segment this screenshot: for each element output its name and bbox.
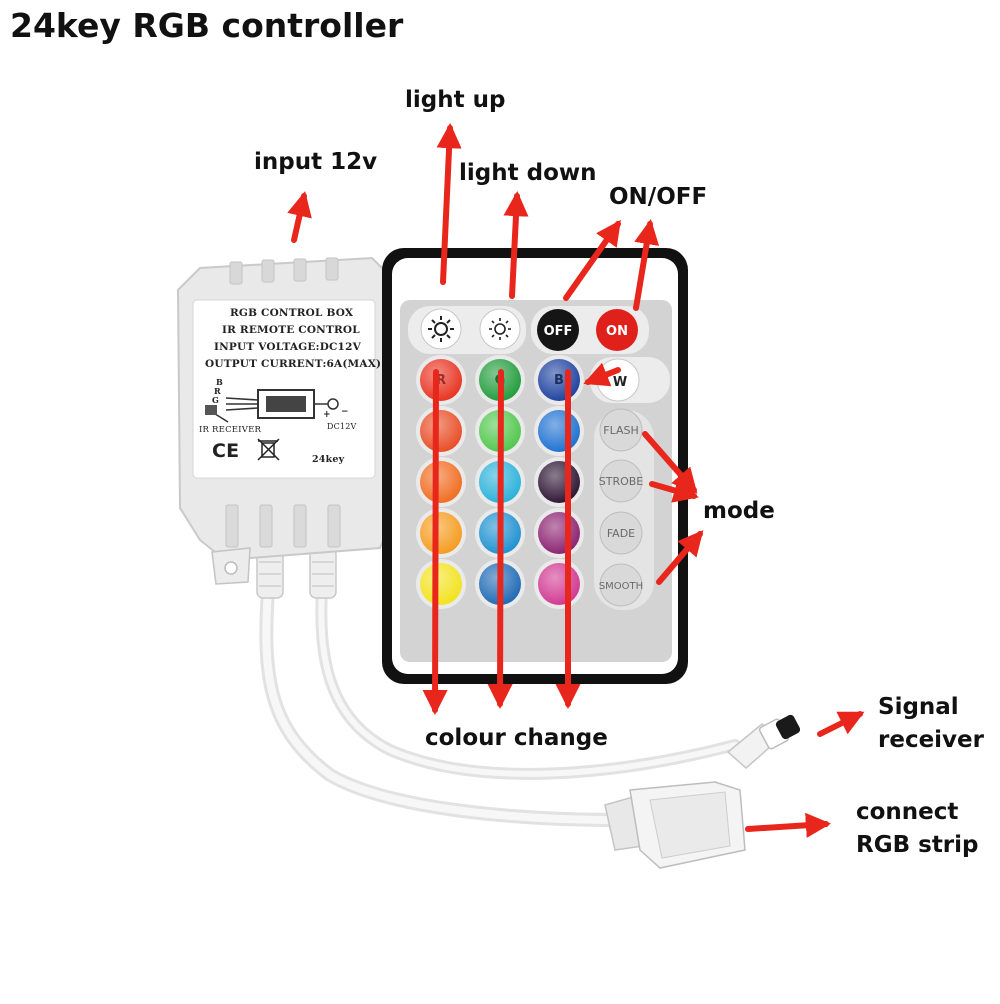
color-key-r5-c3[interactable] (538, 563, 580, 605)
smooth-button[interactable]: SMOOTH (599, 563, 643, 607)
colour-arrow-r (422, 369, 448, 716)
on-button[interactable]: ON (596, 309, 638, 351)
rgb-strip-connector (604, 781, 746, 869)
callout-colour-change: colour change (425, 725, 608, 751)
control-box (176, 256, 393, 585)
strobe-label: STROBE (599, 475, 644, 488)
callout-signal-line1: Signal (878, 694, 959, 720)
callout-input: input 12v (254, 149, 378, 175)
color-key-r4-c1[interactable] (420, 512, 462, 554)
b-key-label: B (554, 373, 564, 388)
callout-light-down: light down (459, 160, 597, 186)
color-key-r3-c3[interactable] (538, 461, 580, 503)
box-label-line4: OUTPUT CURRENT:6A(MAX) (205, 358, 382, 370)
input-arrow (287, 191, 312, 243)
callout-light-up: light up (405, 87, 506, 113)
box-label-line2: IR REMOTE CONTROL (222, 324, 360, 336)
off-button[interactable]: OFF (537, 309, 579, 351)
smooth-label: SMOOTH (599, 581, 643, 592)
box-label-dc12v: DC12V (327, 422, 357, 431)
callout-signal-line2: receiver (878, 727, 984, 753)
on-label: ON (606, 324, 628, 339)
callout-connect-line2: RGB strip (856, 832, 979, 858)
r-key-label: R (436, 373, 446, 388)
ce-mark: CE (212, 440, 240, 462)
callout-connect-line1: connect (856, 799, 959, 825)
box-label-plus: + (323, 410, 331, 420)
box-label-minus: − (341, 407, 349, 417)
box-label-line1: RGB CONTROL BOX (230, 307, 354, 319)
box-label-line3: INPUT VOLTAGE:DC12V (214, 341, 361, 353)
sun-icon (428, 316, 454, 342)
fade-label: FADE (607, 527, 635, 540)
w-pointer-arrow (583, 362, 621, 387)
strobe-button[interactable]: STROBE (599, 459, 644, 503)
ir-receiver-head (726, 714, 801, 769)
box-label-model: 24key (312, 454, 345, 465)
color-key-r4-c3[interactable] (538, 512, 580, 554)
color-key-r3-c1[interactable] (420, 461, 462, 503)
box-label-ir-receiver: IR RECEIVER (199, 425, 262, 435)
flash-button[interactable]: FLASH (599, 408, 643, 452)
callout-on-off: ON/OFF (609, 184, 708, 210)
color-key-r2-c1[interactable] (420, 410, 462, 452)
weee-bin-icon (257, 438, 280, 461)
color-key-r5-c1[interactable] (420, 563, 462, 605)
cable-strain-relief (309, 547, 337, 599)
mode-arrow-strobe (649, 478, 699, 503)
off-label: OFF (544, 324, 573, 339)
light-down-arrow (503, 190, 529, 299)
w-key-label: W (613, 375, 627, 390)
connect-arrow (745, 812, 832, 838)
on-arrow (633, 219, 660, 311)
box-label-r: R (214, 386, 221, 396)
off-arrow (563, 219, 621, 301)
callout-mode: mode (703, 498, 775, 524)
callout-arrows (287, 122, 865, 838)
cables (256, 547, 741, 827)
color-key-r2-c3[interactable] (538, 410, 580, 452)
brightness-up-button[interactable] (420, 308, 462, 350)
mode-arrow-smooth (656, 530, 704, 585)
light-up-arrow (436, 122, 462, 285)
page-title: 24key RGB controller (10, 6, 404, 45)
signal-arrow (817, 711, 865, 737)
box-label-b: B (216, 377, 223, 387)
colour-arrow-g (487, 369, 513, 710)
flash-label: FLASH (603, 424, 639, 437)
sun-dim-icon (489, 318, 511, 340)
box-label-g: G (212, 395, 220, 405)
brightness-down-button[interactable] (479, 308, 521, 350)
fade-button[interactable]: FADE (599, 511, 643, 555)
ir-remote: OFF ON R G B W FLASH STROBE (382, 248, 688, 684)
white-button[interactable]: W (590, 357, 670, 403)
